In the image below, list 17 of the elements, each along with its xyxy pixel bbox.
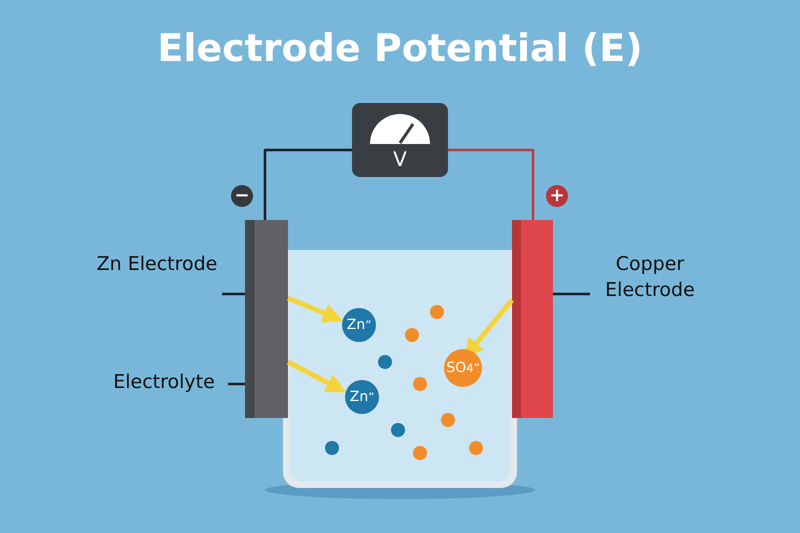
voltmeter: [352, 103, 448, 177]
leader-line: [222, 292, 245, 296]
wire: [264, 148, 352, 220]
electrode-bar: [512, 220, 553, 418]
callout-label: Copper Electrode: [590, 252, 710, 308]
arrow: [286, 360, 346, 392]
polarity-sign: +: [546, 185, 568, 207]
wire: [448, 148, 534, 220]
title: Electrode Potential (E): [156, 26, 644, 70]
electrode-bar: [245, 220, 288, 418]
polarity-sign: −: [231, 185, 253, 207]
callout-label: Electrolyte: [100, 370, 228, 398]
leader-line: [228, 382, 245, 386]
arrow: [287, 296, 343, 323]
leader-line: [553, 292, 590, 296]
callout-label: Zn Electrode: [92, 252, 222, 308]
unit-label: V: [392, 147, 408, 171]
